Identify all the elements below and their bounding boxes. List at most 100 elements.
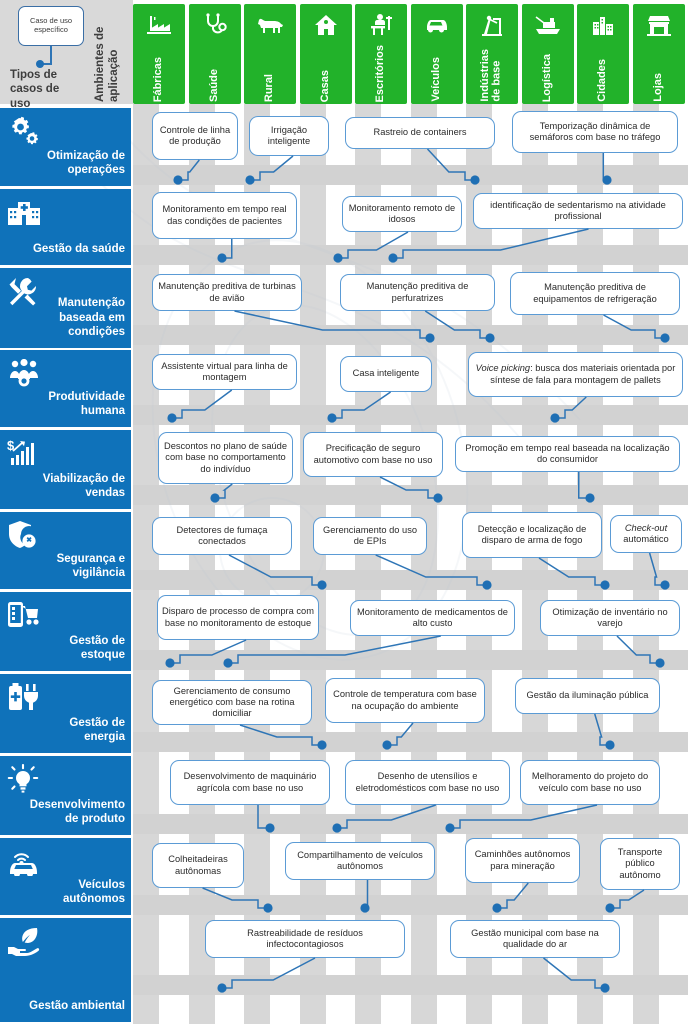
column-header-veículos[interactable]: Veículos xyxy=(411,4,463,104)
use-case-box[interactable]: Compartilhamento de veículos autônomos xyxy=(285,842,435,880)
gears-icon xyxy=(7,114,47,148)
use-case-box[interactable]: Transporte público autônomo xyxy=(600,838,680,890)
use-case-box[interactable]: Temporização dinâmica de semáforos com b… xyxy=(512,111,678,153)
row-category-label: Desenvolvimento de produto xyxy=(29,798,125,826)
use-case-box[interactable]: Descontos no plano de saúde com base no … xyxy=(158,432,293,484)
use-case-box[interactable]: Disparo de processo de compra com base n… xyxy=(157,595,319,640)
column-header-label-wrap: Cidades xyxy=(577,40,629,102)
use-case-box-label: Voice picking: busca dos materiais orien… xyxy=(475,363,676,385)
use-case-box[interactable]: identificação de sedentarismo na ativida… xyxy=(473,193,683,229)
use-case-box[interactable]: Colheitadeiras autônomas xyxy=(152,843,244,888)
use-case-box[interactable]: Check-out automático xyxy=(610,515,682,553)
row-category-label: Manutenção baseada em condições xyxy=(57,296,125,339)
column-header-cidades[interactable]: Cidades xyxy=(577,4,629,104)
column-header-label: Saúde xyxy=(208,68,221,102)
use-case-box[interactable]: Irrigação inteligente xyxy=(249,116,329,156)
row-category-label: Produtividade humana xyxy=(48,390,125,418)
cargo-ship-icon xyxy=(522,10,574,40)
column-header-label: Veículos xyxy=(430,57,443,102)
use-case-box[interactable]: Detectores de fumaça conectados xyxy=(152,517,292,555)
use-case-box[interactable]: Monitoramento remoto de idosos xyxy=(342,196,462,232)
use-case-box-label: Gerenciamento do uso de EPIs xyxy=(322,524,418,546)
column-header-label-wrap: Veículos xyxy=(411,40,463,102)
column-header-label: Logística xyxy=(541,53,554,102)
specific-use-case-bubble: Caso de uso específico xyxy=(18,6,84,46)
row-category-label: Viabilização de vendas xyxy=(42,472,125,500)
use-case-box-label: Casa inteligente xyxy=(352,368,420,379)
use-case-box-label: Desenho de utensílios e eletrodomésticos… xyxy=(355,771,500,793)
use-case-box-label: Promoção em tempo real baseada na locali… xyxy=(465,442,670,464)
use-case-box-label: Manutenção preditiva de equipamentos de … xyxy=(533,282,657,304)
use-case-box[interactable]: Voice picking: busca dos materiais orien… xyxy=(468,352,683,397)
stethoscope-icon xyxy=(189,10,241,40)
use-case-box[interactable]: Controle de linha de produção xyxy=(152,112,238,160)
column-header-casas[interactable]: Casas xyxy=(300,4,352,104)
use-case-box[interactable]: Rastreio de containers xyxy=(345,117,495,149)
use-case-box[interactable]: Detecção e localização de disparo de arm… xyxy=(462,512,602,558)
row-category-otimização-de-operações[interactable]: Otimização de operações xyxy=(0,108,131,186)
use-case-box[interactable]: Gerenciamento do uso de EPIs xyxy=(313,517,427,555)
use-case-box[interactable]: Rastreabilidade de resíduos infectoconta… xyxy=(205,920,405,958)
oil-pump-icon xyxy=(466,10,518,40)
use-case-box-label: Detectores de fumaça conectados xyxy=(176,524,268,546)
factory-icon xyxy=(133,10,185,40)
use-case-box[interactable]: Gestão da iluminação pública xyxy=(515,678,660,714)
use-case-box[interactable]: Gestão municipal com base na qualidade d… xyxy=(450,920,620,958)
row-category-gestão-da-saúde[interactable]: Gestão da saúde xyxy=(0,189,131,265)
money-chart-icon: $ xyxy=(7,436,47,470)
use-case-box-label: Desenvolvimento de maquinário agrícola c… xyxy=(183,771,317,793)
use-case-box[interactable]: Promoção em tempo real baseada na locali… xyxy=(455,436,680,472)
hospital-icon xyxy=(7,195,47,229)
column-header-label-wrap: Logística xyxy=(522,40,574,102)
use-case-box[interactable]: Manutenção preditiva de equipamentos de … xyxy=(510,272,680,315)
use-case-box[interactable]: Manutenção preditiva de perfuratrizes xyxy=(340,274,495,311)
people-gear-icon xyxy=(7,356,47,390)
use-case-box[interactable]: Assistente virtual para linha de montage… xyxy=(152,354,297,390)
use-case-box-label: Gestão da iluminação pública xyxy=(526,690,649,701)
use-case-box-label: Controle de linha de produção xyxy=(159,124,231,146)
row-axis-title: Tipos de casos de uso xyxy=(10,69,60,110)
row-category-gestão-de-estoque[interactable]: Gestão de estoque xyxy=(0,592,131,671)
use-case-box[interactable]: Monitoramento de medicamentos de alto cu… xyxy=(350,600,515,636)
use-case-box[interactable]: Desenvolvimento de maquinário agrícola c… xyxy=(170,760,330,805)
column-header-label: Indústrias de base xyxy=(479,49,503,102)
use-case-box[interactable]: Caminhões autônomos para mineração xyxy=(465,838,580,883)
row-category-viabilização-de-vendas[interactable]: $Viabilização de vendas xyxy=(0,430,131,509)
use-case-box[interactable]: Melhoramento do projeto do veículo com b… xyxy=(520,760,660,805)
column-header-escritórios[interactable]: Escritórios xyxy=(355,4,407,104)
use-case-box[interactable]: Monitoramento em tempo real das condiçõe… xyxy=(152,192,297,239)
column-header-fábricas[interactable]: Fábricas xyxy=(133,4,185,104)
column-header-saúde[interactable]: Saúde xyxy=(189,4,241,104)
use-case-box[interactable]: Controle de temperatura com base na ocup… xyxy=(325,678,485,723)
use-case-box-label: Manutenção preditiva de perfuratrizes xyxy=(366,281,469,303)
use-case-box-label: Rastreio de containers xyxy=(373,127,467,138)
use-case-box[interactable]: Manutenção preditiva de turbinas de aviã… xyxy=(152,274,302,311)
row-category-segurança-e-vigilância[interactable]: Segurança e vigilância xyxy=(0,512,131,589)
use-case-box-label: Rastreabilidade de resíduos infectoconta… xyxy=(247,927,363,949)
use-case-box-label: Caminhões autônomos para mineração xyxy=(474,849,571,871)
use-case-box-label: Melhoramento do projeto do veículo com b… xyxy=(531,771,649,793)
row-category-veículos-autônomos[interactable]: Veículos autônomos xyxy=(0,838,131,915)
row-category-desenvolvimento-de-produto[interactable]: Desenvolvimento de produto xyxy=(0,756,131,835)
use-case-box-label: identificação de sedentarismo na ativida… xyxy=(490,199,666,221)
use-case-box-label: Monitoramento em tempo real das condiçõe… xyxy=(162,204,287,226)
use-case-box[interactable]: Casa inteligente xyxy=(340,356,432,392)
use-case-box[interactable]: Precificação de seguro automotivo com ba… xyxy=(303,432,443,477)
row-category-gestão-ambiental[interactable]: Gestão ambiental xyxy=(0,918,131,1022)
use-case-box[interactable]: Desenho de utensílios e eletrodomésticos… xyxy=(345,760,510,805)
connected-car-icon xyxy=(7,844,47,878)
column-header-label-wrap: Saúde xyxy=(189,40,241,102)
house-icon xyxy=(300,10,352,40)
column-header-logística[interactable]: Logística xyxy=(522,4,574,104)
use-case-box[interactable]: Otimização de inventário no varejo xyxy=(540,600,680,636)
row-category-gestão-de-energia[interactable]: Gestão de energia xyxy=(0,674,131,753)
column-header-rural[interactable]: Rural xyxy=(244,4,296,104)
use-case-box[interactable]: Gerenciamento de consumo energético com … xyxy=(152,680,312,725)
lightbulb-icon xyxy=(7,762,47,796)
column-header-lojas[interactable]: Lojas xyxy=(633,4,685,104)
row-category-produtividade-humana[interactable]: Produtividade humana xyxy=(0,350,131,427)
use-case-box-label: Otimização de inventário no varejo xyxy=(552,606,668,628)
row-category-manutenção-baseada-em-condições[interactable]: Manutenção baseada em condições xyxy=(0,268,131,348)
row-category-label: Veículos autônomos xyxy=(63,878,125,906)
column-header-indústrias-de-base[interactable]: Indústrias de base xyxy=(466,4,518,104)
